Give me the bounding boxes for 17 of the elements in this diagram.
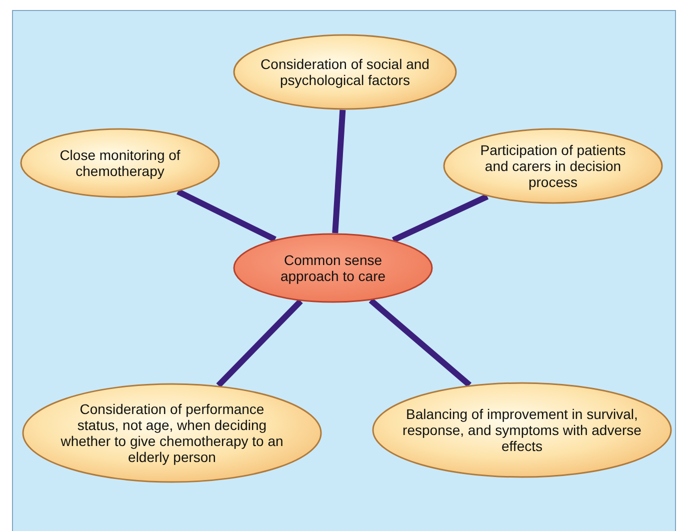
topic-ellipse [20, 128, 220, 198]
topic-ellipse [372, 382, 672, 478]
connector-line [176, 188, 276, 242]
connector-line [332, 110, 346, 234]
connector-line [368, 298, 472, 388]
central-ellipse [233, 233, 433, 303]
connector-line [392, 194, 489, 243]
topic-ellipse [443, 128, 663, 204]
topic-ellipse [22, 383, 322, 483]
node-text: Balancing of improvement in survival, response, and symptoms with adverse effects [402, 406, 642, 454]
node-text: Close monitoring of chemotherapy [58, 146, 182, 180]
node-text: Consideration of social and psychological factors [260, 56, 430, 88]
node-text: Common sense approach to care [279, 252, 387, 284]
connector-line [216, 299, 303, 388]
topic-ellipse [233, 34, 457, 110]
node-text: Consideration of performance status, not age, when deciding whether to give chemotherapy to an elderly person [60, 400, 284, 466]
node-text: Participation of patients and carers in decision process [479, 142, 627, 190]
